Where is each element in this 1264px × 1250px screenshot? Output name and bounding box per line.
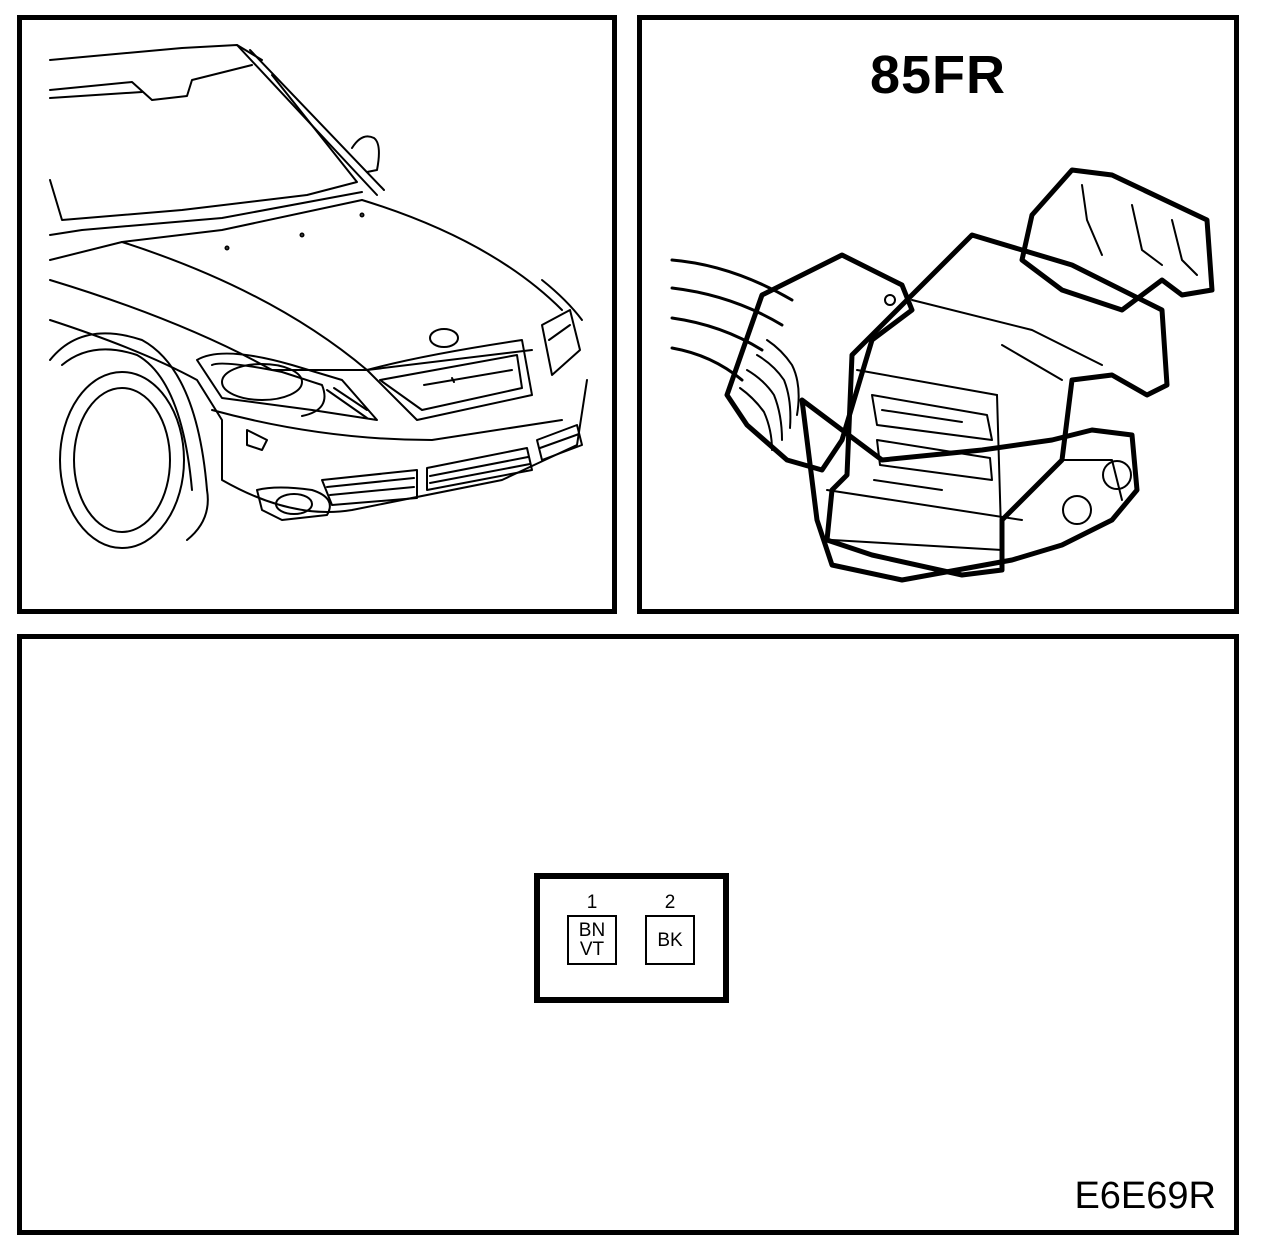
pin-1: 1 BN VT [564,893,620,965]
connector-illustration [670,167,1215,583]
wire-color-primary: BK [657,929,683,951]
connector-pin-face: 1 BN VT 2 BK [534,873,729,1003]
wire-color-secondary: VT [579,939,605,960]
pin-number: 2 [664,892,676,913]
pin-2: 2 BK [642,893,698,965]
pinout-panel: 1 BN VT 2 BK E6E69R [17,634,1239,1235]
car-location-panel [17,15,617,614]
wire-color-primary: BN [578,920,606,941]
pin-wire-color: BK [645,915,695,965]
connector-code: 85FR [869,45,1007,105]
pin-wire-color: BN VT [567,915,617,965]
connector-panel: 85FR [637,15,1239,614]
car-front-illustration [49,44,588,549]
pin-number: 1 [586,892,598,913]
figure-id: E6E69R [1074,1175,1216,1217]
